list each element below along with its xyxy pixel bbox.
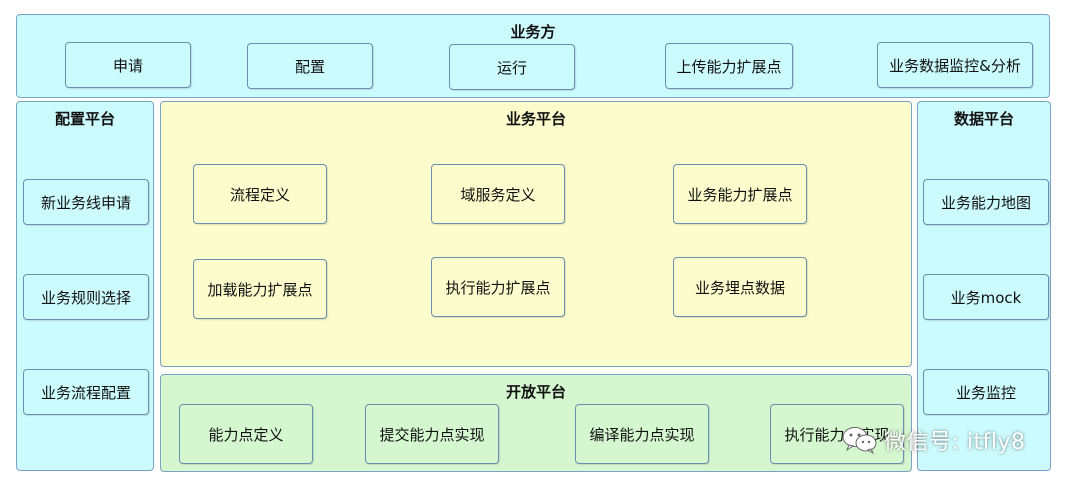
submit-capability-impl-box: 提交能力点实现 (365, 404, 499, 464)
business-party-panel: 业务方 申请 配置 运行 上传能力扩展点 业务数据监控&分析 (16, 14, 1050, 98)
load-extension-point-box: 加载能力扩展点 (193, 259, 327, 319)
compile-capability-impl-box: 编译能力点实现 (575, 404, 709, 464)
config-platform-title: 配置平台 (54, 110, 115, 128)
new-business-line-apply-box: 新业务线申请 (23, 179, 149, 225)
configure-box: 配置 (247, 43, 373, 89)
flow-definition-box: 流程定义 (193, 164, 327, 224)
business-tracking-data-box: 业务埋点数据 (673, 257, 807, 317)
open-platform-panel: 开放平台 能力点定义 提交能力点实现 编译能力点实现 执行能力点实现 (160, 374, 912, 472)
wechat-icon (842, 427, 877, 455)
run-box: 运行 (449, 44, 575, 90)
open-platform-title: 开放平台 (505, 383, 566, 401)
business-flow-config-box: 业务流程配置 (23, 369, 149, 415)
business-platform-panel: 业务平台 流程定义 域服务定义 业务能力扩展点 加载能力扩展点 执行能力扩展点 … (160, 101, 912, 367)
domain-service-definition-box: 域服务定义 (431, 164, 565, 224)
capability-point-definition-box: 能力点定义 (179, 404, 313, 464)
business-capability-map-box: 业务能力地图 (923, 179, 1049, 225)
business-party-title: 业务方 (510, 23, 556, 41)
wechat-watermark: 微信号: itfly8 (840, 424, 1026, 456)
business-platform-title: 业务平台 (505, 110, 566, 128)
execute-extension-point-box: 执行能力扩展点 (431, 257, 565, 317)
business-extension-point-box: 业务能力扩展点 (673, 164, 807, 224)
data-platform-title: 数据平台 (953, 110, 1014, 128)
business-mock-box: 业务mock (923, 274, 1049, 320)
config-platform-panel: 配置平台 新业务线申请 业务规则选择 业务流程配置 (16, 101, 154, 471)
business-monitor-box: 业务监控 (923, 369, 1049, 415)
data-platform-panel: 数据平台 业务能力地图 业务mock 业务监控 (917, 101, 1051, 471)
business-rule-select-box: 业务规则选择 (23, 274, 149, 320)
apply-box: 申请 (65, 42, 191, 88)
watermark-text: 微信号: itfly8 (884, 430, 1026, 455)
business-data-monitor-box: 业务数据监控&分析 (877, 42, 1033, 88)
upload-extension-point-box: 上传能力扩展点 (665, 43, 793, 89)
